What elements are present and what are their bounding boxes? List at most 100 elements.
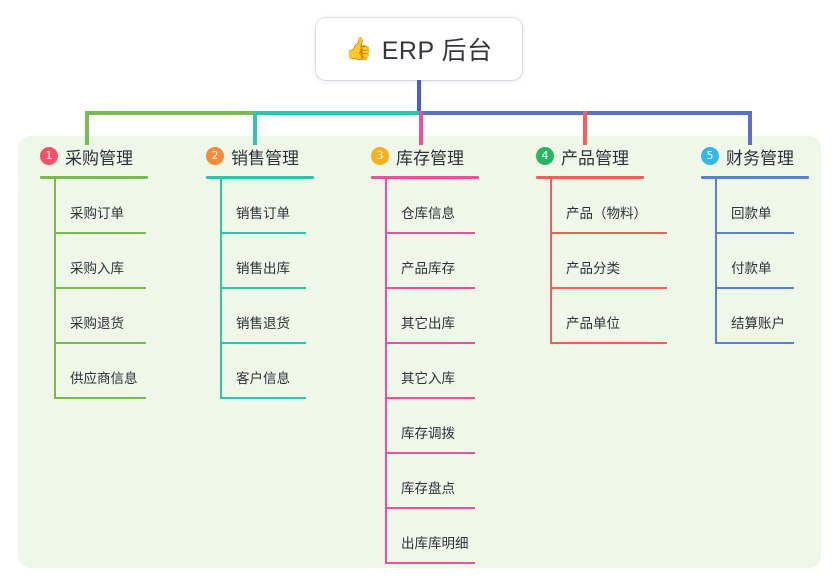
item-list-inventory: 仓库信息产品库存其它出库其它入库库存调拨库存盘点出库库明细	[371, 179, 479, 564]
list-item[interactable]: 销售出库	[206, 234, 314, 289]
list-item[interactable]: 采购入库	[40, 234, 148, 289]
list-item[interactable]: 销售退货	[206, 289, 314, 344]
item-rule	[550, 232, 667, 234]
item-label: 产品（物料）	[566, 206, 647, 221]
spine-finance	[715, 179, 717, 344]
item-label: 库存盘点	[401, 481, 455, 496]
column-rule-finance	[701, 176, 809, 179]
item-label: 产品库存	[401, 261, 455, 276]
item-label: 产品单位	[566, 316, 620, 331]
item-rule	[220, 397, 306, 399]
column-header-purchase[interactable]: 1 采购管理	[40, 144, 148, 168]
item-rule	[385, 287, 475, 289]
column-header-product[interactable]: 4 产品管理	[536, 144, 644, 168]
column-rule-purchase	[40, 176, 148, 179]
column-rule-inventory	[371, 176, 479, 179]
item-rule	[385, 342, 475, 344]
list-item[interactable]: 出库库明细	[371, 509, 479, 564]
item-rule	[385, 562, 475, 564]
badge-finance: 5	[701, 147, 719, 165]
column-purchase: 1 采购管理采购订单采购入库采购退货供应商信息	[40, 144, 148, 399]
thumbs-up-icon: 👍	[345, 36, 373, 61]
item-rule	[220, 342, 306, 344]
item-label: 结算账户	[731, 316, 785, 331]
list-item[interactable]: 产品（物料）	[536, 179, 667, 234]
item-label: 产品分类	[566, 261, 620, 276]
list-item[interactable]: 结算账户	[701, 289, 809, 344]
badge-product: 4	[536, 147, 554, 165]
list-item[interactable]: 采购订单	[40, 179, 148, 234]
item-rule	[220, 232, 306, 234]
spine-product	[550, 179, 552, 344]
spine-sales	[220, 179, 222, 399]
item-rule	[715, 342, 794, 344]
list-item[interactable]: 仓库信息	[371, 179, 479, 234]
root-title: ERP 后台	[381, 37, 493, 65]
item-label: 客户信息	[236, 371, 290, 386]
item-label: 供应商信息	[70, 371, 138, 386]
item-label: 采购入库	[70, 261, 124, 276]
column-finance: 5 财务管理回款单付款单结算账户	[701, 144, 809, 344]
column-rule-sales	[206, 176, 314, 179]
root-node[interactable]: 👍 ERP 后台	[316, 18, 522, 80]
list-item[interactable]: 供应商信息	[40, 344, 148, 399]
item-label: 其它入库	[401, 371, 455, 386]
list-item[interactable]: 产品单位	[536, 289, 667, 344]
categories-panel	[18, 136, 821, 568]
list-item[interactable]: 库存盘点	[371, 454, 479, 509]
list-item[interactable]: 产品分类	[536, 234, 667, 289]
trunk-connector	[417, 80, 421, 113]
list-item[interactable]: 付款单	[701, 234, 809, 289]
item-rule	[550, 287, 667, 289]
column-header-finance[interactable]: 5 财务管理	[701, 144, 809, 168]
item-label: 销售出库	[236, 261, 290, 276]
spine-purchase	[54, 179, 56, 399]
item-rule	[550, 342, 667, 344]
list-item[interactable]: 采购退货	[40, 289, 148, 344]
drop-purchase	[85, 111, 89, 145]
column-title-sales: 销售管理	[231, 148, 299, 168]
item-rule	[54, 342, 146, 344]
column-rule-product	[536, 176, 644, 179]
column-title-product: 产品管理	[561, 148, 629, 168]
item-label: 其它出库	[401, 316, 455, 331]
item-list-finance: 回款单付款单结算账户	[701, 179, 809, 344]
item-rule	[54, 287, 146, 289]
list-item[interactable]: 其它出库	[371, 289, 479, 344]
list-item[interactable]: 产品库存	[371, 234, 479, 289]
item-label: 仓库信息	[401, 206, 455, 221]
list-item[interactable]: 销售订单	[206, 179, 314, 234]
item-rule	[715, 232, 794, 234]
item-label: 采购退货	[70, 316, 124, 331]
item-label: 采购订单	[70, 206, 124, 221]
item-rule	[385, 232, 475, 234]
item-rule	[385, 452, 475, 454]
item-label: 出库库明细	[401, 536, 469, 551]
drop-product	[583, 111, 587, 145]
item-label: 库存调拨	[401, 426, 455, 441]
drop-sales	[253, 111, 257, 145]
bus-segment-teal	[253, 111, 419, 115]
list-item[interactable]: 其它入库	[371, 344, 479, 399]
badge-inventory: 3	[371, 147, 389, 165]
item-rule	[54, 232, 146, 234]
item-rule	[715, 287, 794, 289]
item-label: 付款单	[731, 261, 772, 276]
column-title-purchase: 采购管理	[65, 148, 133, 168]
list-item[interactable]: 客户信息	[206, 344, 314, 399]
column-product: 4 产品管理产品（物料） 产品分类产品单位	[536, 144, 667, 344]
list-item[interactable]: 库存调拨	[371, 399, 479, 454]
item-rule	[385, 507, 475, 509]
badge-purchase: 1	[40, 147, 58, 165]
list-item[interactable]: 回款单	[701, 179, 809, 234]
column-title-finance: 财务管理	[726, 148, 794, 168]
item-label: 回款单	[731, 206, 772, 221]
item-rule	[385, 397, 475, 399]
drop-finance	[748, 111, 752, 145]
item-rule	[220, 287, 306, 289]
